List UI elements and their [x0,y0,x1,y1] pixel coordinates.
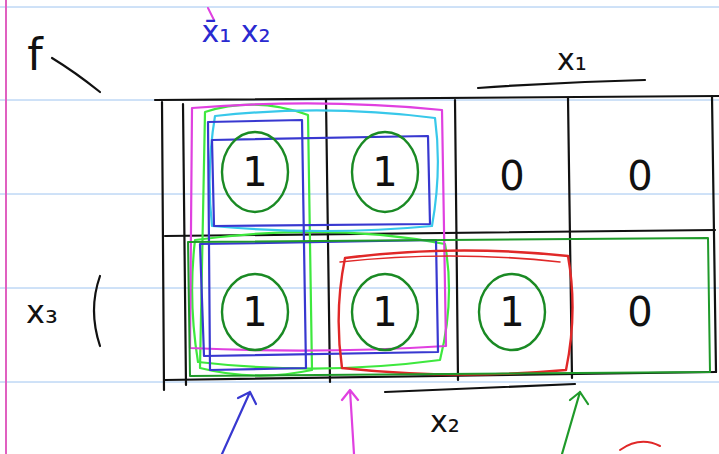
cell-value: 1 [242,152,267,192]
grid-line [155,96,719,100]
red-mark [620,442,660,450]
variable-label: x₂ [430,407,460,437]
ruled-line [0,382,719,383]
kmap-grid [52,58,719,392]
variable-bracket [94,276,100,346]
cell-value: 0 [627,292,652,332]
ruled-line [0,7,719,8]
cell-value: 1 [372,292,397,332]
pointer-arrow [562,392,588,454]
cell-value: 0 [499,156,524,196]
pointer-arrow [222,392,256,454]
margin-line [5,0,7,454]
group-loop [339,250,573,374]
group-loop [208,120,306,370]
ruled-line [0,194,719,195]
function-name: f [27,33,43,77]
variable-label: x₃ [26,296,58,328]
cell-value: 1 [242,292,267,332]
grid-line [183,104,186,385]
minterm-circle [352,274,418,350]
variable-bar [385,384,575,392]
group-loop [210,110,438,231]
corner-slash [52,58,100,92]
cell-value: 0 [627,156,652,196]
minterm-circles [222,132,545,350]
blue-groups [200,120,438,370]
ruled-lines [0,7,719,382]
group-loop [188,238,710,376]
ruled-line [0,100,719,101]
grid-line [162,102,164,390]
grid-line [712,96,716,372]
group-loop [200,105,312,376]
group-loop [190,103,446,350]
minterm-circle [352,132,418,212]
group-term: x̄₁ x₂ [201,17,270,47]
variable-bar [478,80,645,88]
minterm-circle [222,132,288,212]
group-loop [212,136,430,226]
variable-label: x₁ [557,45,587,75]
minterm-circle [479,274,545,350]
group-loop [340,256,560,262]
pointer-arrow [342,390,358,454]
minterm-circle [222,274,288,350]
cell-value: 1 [499,292,524,332]
cell-value: 1 [372,152,397,192]
